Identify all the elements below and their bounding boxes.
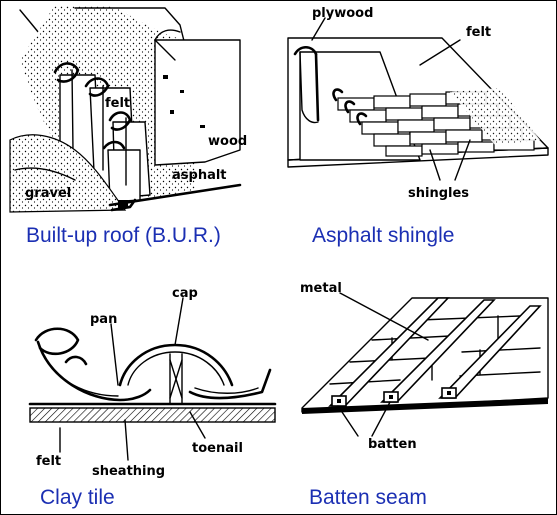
clay-label-cap: cap	[172, 286, 198, 301]
batten-label-batten: batten	[368, 437, 417, 452]
clay-label-felt: felt	[36, 454, 61, 469]
shingle-caption: Asphalt shingle	[312, 224, 454, 247]
bur-label-wood: wood	[208, 134, 247, 149]
bur-caption: Built-up roof (B.U.R.)	[26, 224, 221, 247]
clay-illustration	[28, 297, 277, 461]
clay-label-toenail: toenail	[192, 441, 243, 456]
batten-label-metal: metal	[300, 281, 342, 296]
bur-label-asphalt: asphalt	[172, 168, 227, 183]
batten-illustration	[301, 292, 549, 437]
clay-label-pan: pan	[90, 312, 117, 327]
clay-label-sheathing: sheathing	[92, 464, 165, 479]
shingle-label-shingles: shingles	[408, 186, 469, 201]
shingle-label-plywood: plywood	[312, 6, 373, 21]
shingle-label-felt: felt	[466, 25, 491, 40]
bur-label-gravel: gravel	[25, 186, 71, 201]
batten-caption: Batten seam	[309, 486, 427, 509]
bur-illustration	[9, 5, 242, 213]
shingle-illustration	[287, 17, 549, 181]
clay-caption: Clay tile	[40, 486, 115, 509]
bur-label-felt: felt	[105, 96, 130, 111]
